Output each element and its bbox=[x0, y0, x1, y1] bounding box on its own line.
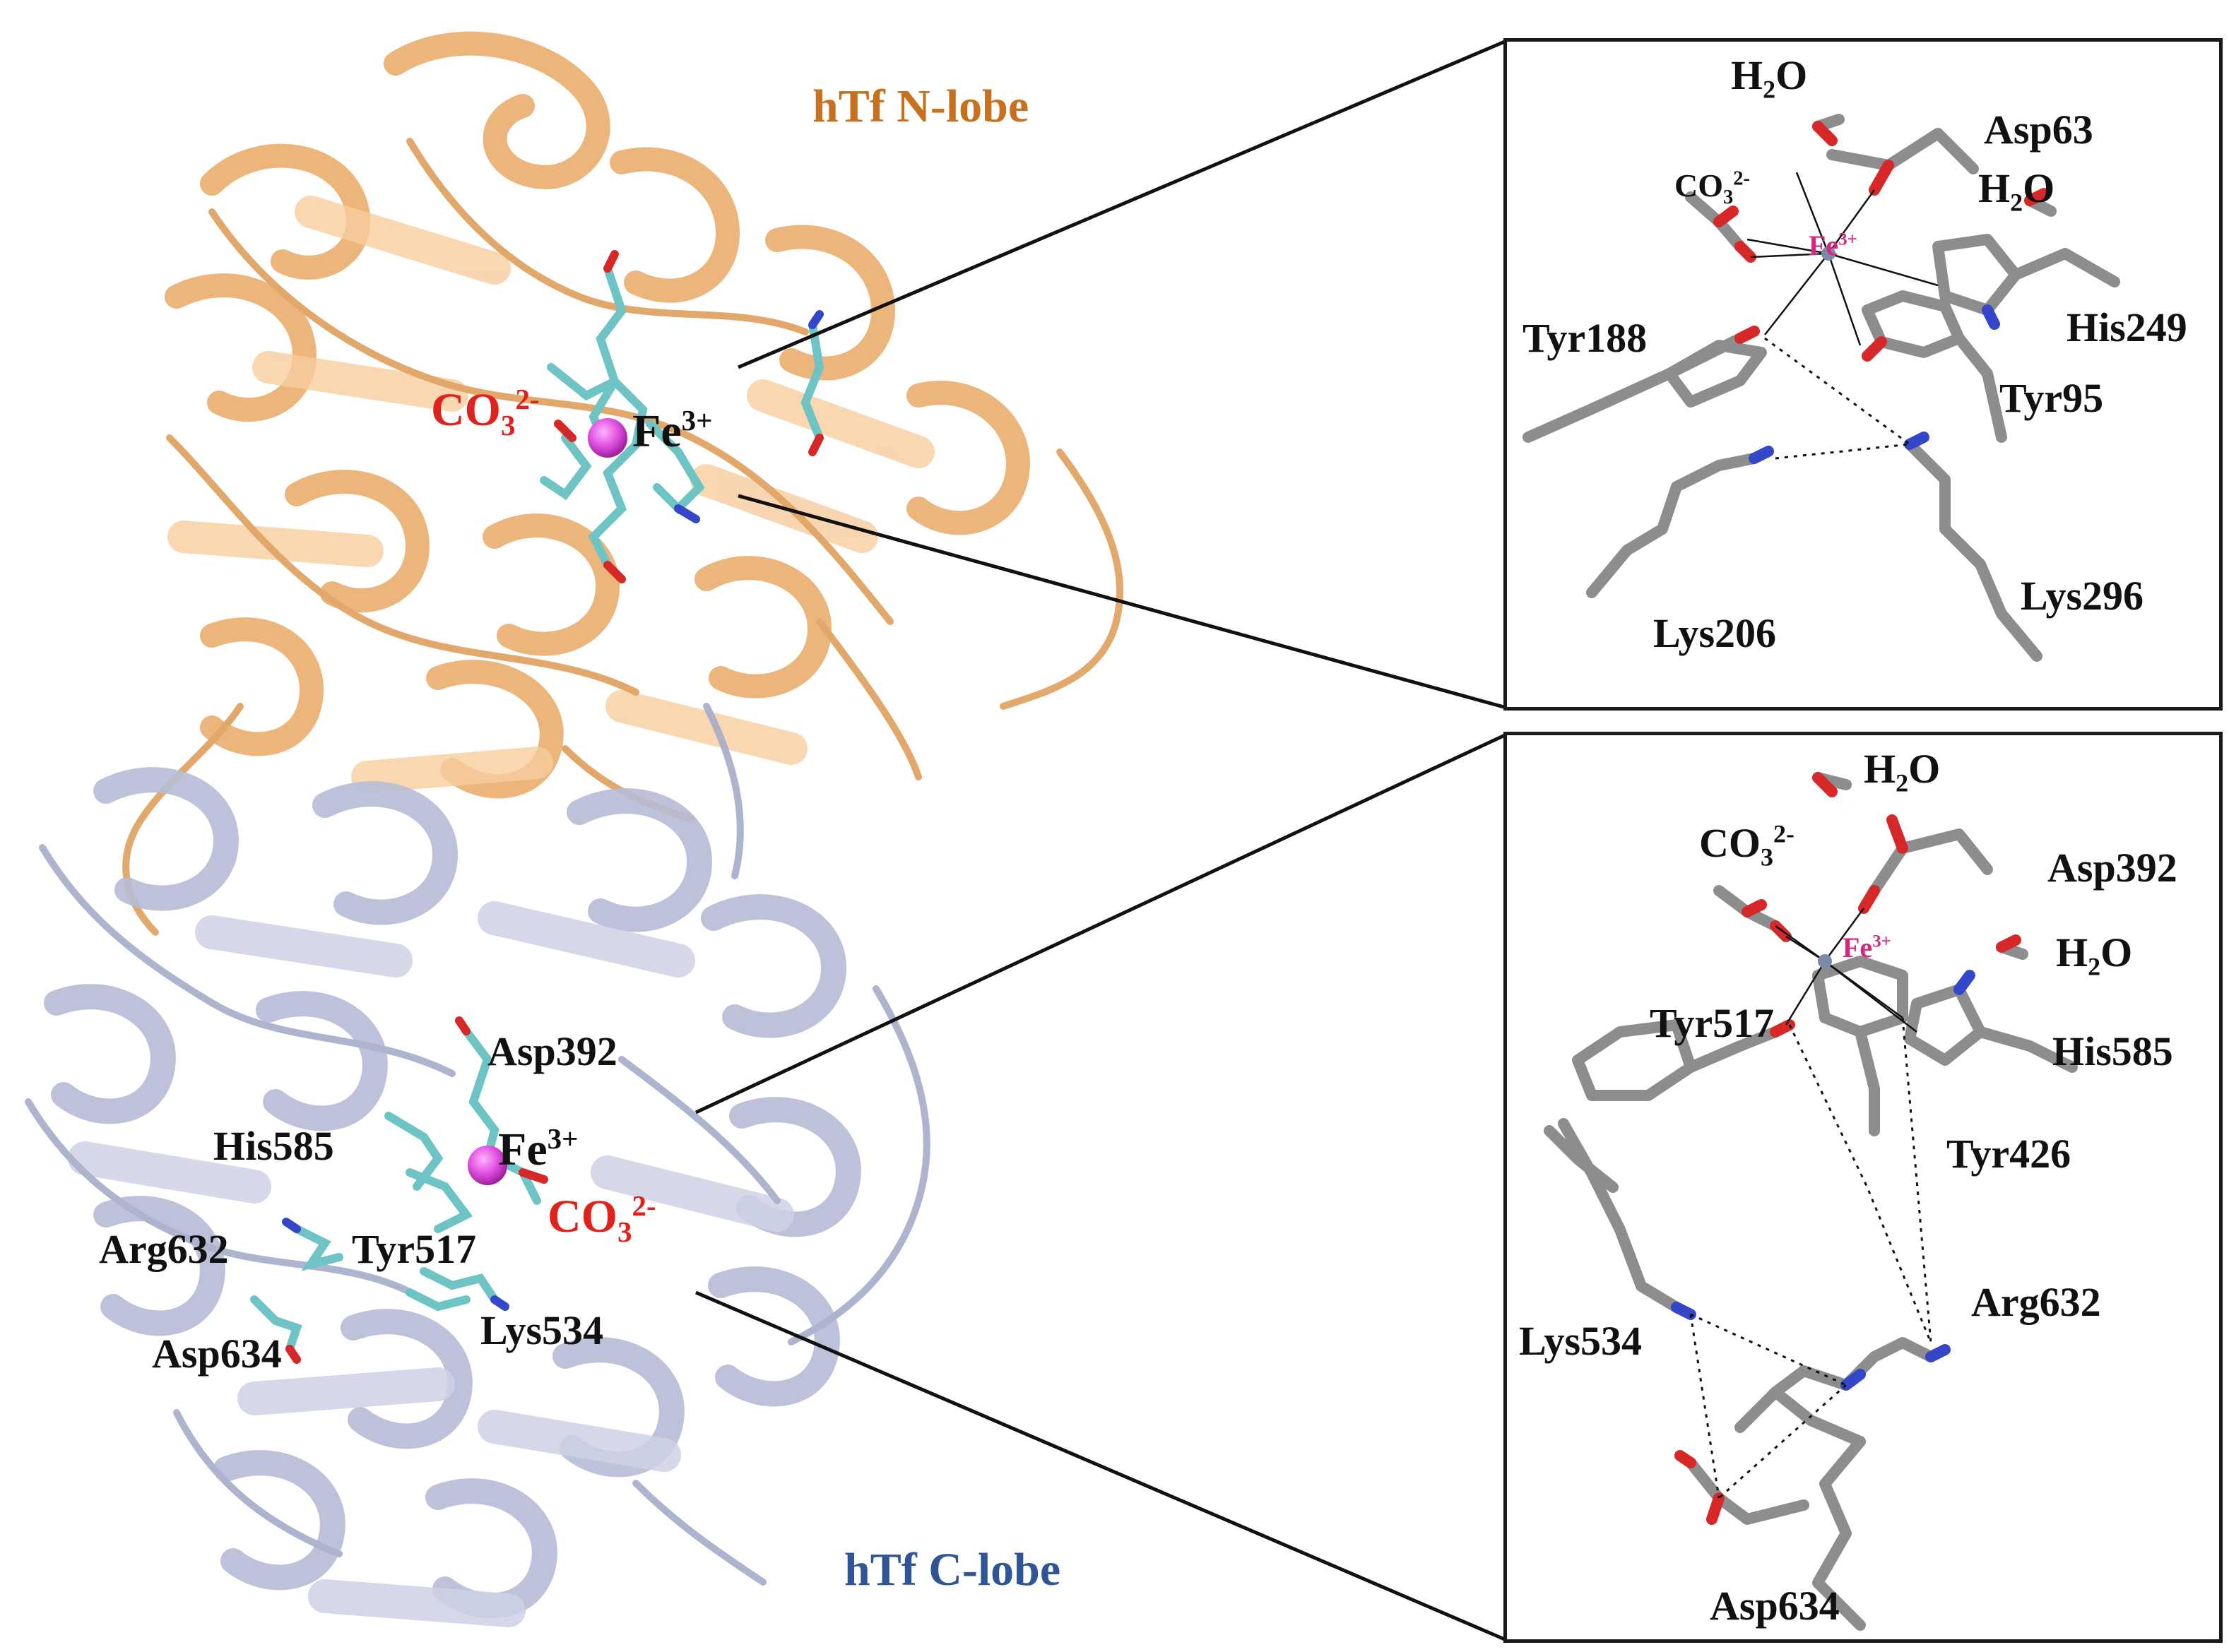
c-lobe-zoom-panel bbox=[1503, 732, 2223, 1643]
zoom-connector-lines bbox=[694, 39, 1508, 1642]
n-site-fe-label: Fe3+ bbox=[632, 405, 713, 457]
n-lobe-zoom-panel bbox=[1503, 38, 2223, 711]
c-zoom-water-top-label: H2O bbox=[1864, 746, 1941, 797]
c-zoom-tyr426-label: Tyr426 bbox=[1946, 1131, 2071, 1177]
c-lobe-title: hTf C-lobe bbox=[844, 1544, 1061, 1595]
n-site-fe-ball bbox=[588, 418, 627, 458]
c-zoom-lys534-label: Lys534 bbox=[1519, 1318, 1643, 1364]
n-lobe-ribbon bbox=[122, 31, 1124, 936]
c-site-carbonate-label: CO32- bbox=[548, 1190, 656, 1249]
c-site-lys534-label: Lys534 bbox=[480, 1307, 604, 1353]
c-site-his585-label: His585 bbox=[213, 1123, 334, 1169]
c-site-tyr517-label: Tyr517 bbox=[352, 1226, 477, 1272]
c-site-sticks bbox=[250, 1016, 548, 1364]
c-site-fe-label: Fe3+ bbox=[498, 1123, 579, 1175]
c-zoom-asp392-label: Asp392 bbox=[2047, 845, 2177, 891]
n-zoom-fe-label: Fe3+ bbox=[1809, 230, 1857, 261]
c-lobe-ribbon bbox=[25, 703, 930, 1627]
n-zoom-water-top-label: H2O bbox=[1731, 52, 1808, 104]
c-zoom-arg632-label: Arg632 bbox=[1971, 1279, 2101, 1325]
n-zoom-tyr188-label: Tyr188 bbox=[1523, 315, 1648, 361]
n-lobe-title: hTf N-lobe bbox=[812, 81, 1029, 132]
c-zoom-tyr517-label: Tyr517 bbox=[1650, 1000, 1775, 1046]
c-site-asp392-label: Asp392 bbox=[487, 1028, 617, 1074]
c-zoom-asp634-label: Asp634 bbox=[1710, 1583, 1840, 1629]
n-site-sticks bbox=[540, 250, 824, 583]
c-zoom-fe-label: Fe3+ bbox=[1843, 932, 1891, 963]
c-zoom-water-right-label: H2O bbox=[2056, 929, 2133, 981]
n-zoom-his249-label: His249 bbox=[2067, 304, 2187, 350]
n-zoom-lys206-label: Lys206 bbox=[1653, 610, 1777, 656]
n-zoom-water-right-label: H2O bbox=[1978, 165, 2055, 217]
n-site-carbonate-label: CO32- bbox=[431, 384, 540, 442]
n-zoom-asp63-label: Asp63 bbox=[1984, 107, 2093, 153]
c-site-arg632-label: Arg632 bbox=[99, 1226, 229, 1272]
c-zoom-sticks bbox=[1544, 772, 2078, 1631]
n-zoom-lys296-label: Lys296 bbox=[2021, 573, 2144, 619]
n-zoom-carbonate-label: CO32- bbox=[1674, 167, 1751, 209]
n-zoom-sticks bbox=[1523, 114, 2120, 662]
c-zoom-carbonate-label: CO32- bbox=[1699, 819, 1795, 872]
c-site-asp634-label: Asp634 bbox=[152, 1331, 282, 1377]
c-site-fe-ball bbox=[468, 1146, 507, 1185]
n-zoom-tyr95-label: Tyr95 bbox=[1999, 375, 2104, 421]
c-zoom-his585-label: His585 bbox=[2052, 1028, 2173, 1074]
